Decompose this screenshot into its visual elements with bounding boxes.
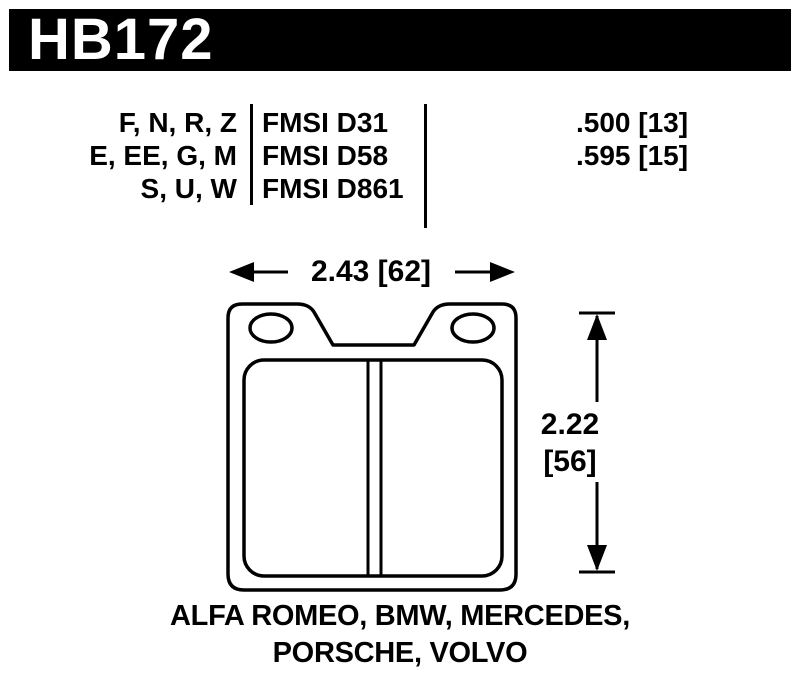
friction-surface-outline <box>242 358 504 578</box>
thickness-cell: .595 [15] <box>576 140 689 171</box>
thickness-cell: .500 [13] <box>576 107 689 138</box>
pad-outline <box>226 302 518 592</box>
header-bar: HB172 <box>9 9 791 71</box>
applications-list: ALFA ROMEO, BMW, MERCEDES, PORSCHE, VOLV… <box>0 598 800 672</box>
fmsi-cell: FMSI D861 <box>262 173 404 204</box>
fmsi-cell: FMSI D31 <box>262 107 389 138</box>
left-ear-hole-icon <box>248 312 294 344</box>
height-dimension-label-metric: [56] <box>543 445 597 478</box>
width-dimension-label: 2.43 [62] <box>310 255 432 288</box>
fmsi-cell: FMSI D58 <box>262 140 389 171</box>
compounds-cell: S, U, W <box>140 173 237 204</box>
height-dim-arrow-up-icon <box>587 314 607 340</box>
column-divider <box>250 104 253 205</box>
width-dim-arrow-left-icon <box>229 262 254 282</box>
column-divider <box>424 104 427 228</box>
right-ear-hole-icon <box>450 312 496 344</box>
applications-line-2: PORSCHE, VOLVO <box>272 637 528 669</box>
height-dim-arrow-down-icon <box>587 545 607 571</box>
height-dimension-label: 2.22 <box>540 408 600 441</box>
compounds-cell: E, EE, G, M <box>89 140 237 171</box>
part-number: HB172 <box>28 7 214 72</box>
applications-line-1: ALFA ROMEO, BMW, MERCEDES, <box>170 600 630 632</box>
compounds-cell: F, N, R, Z <box>118 107 237 138</box>
width-dim-arrow-right-icon <box>490 262 515 282</box>
